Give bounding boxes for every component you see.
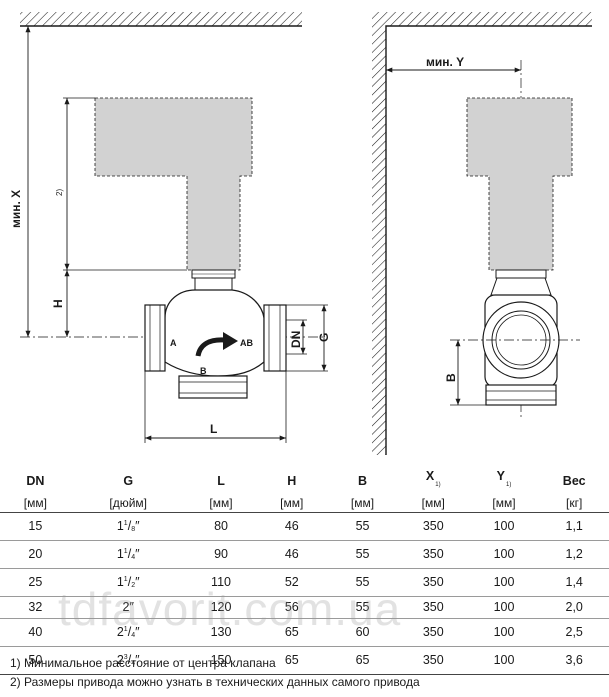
cell-l: 110 (185, 568, 257, 597)
cell-weight: 1,2 (539, 540, 609, 569)
right-view: мин. Y B (372, 12, 592, 455)
cell-y: 100 (468, 596, 540, 619)
label-h: H (51, 299, 65, 308)
cell-x: 350 (397, 540, 469, 569)
cell-g: 11/4″ (70, 540, 186, 569)
cell-h: 56 (256, 596, 328, 619)
left-view: мин. X 2) H A AB (9, 12, 331, 443)
col-b-unit: [мм] (327, 495, 398, 513)
actuator-right (466, 97, 573, 271)
wall-hatch-right (372, 12, 592, 455)
col-l-unit: [мм] (185, 495, 257, 513)
cell-y: 100 (468, 618, 540, 647)
col-h-unit: [мм] (256, 495, 328, 513)
table-row: 20 11/4″ 90 46 55 350 100 1,2 (0, 540, 609, 569)
cell-weight: 1,4 (539, 568, 609, 597)
cell-g: 11/2″ (70, 568, 186, 597)
cell-l: 130 (185, 618, 257, 647)
col-dn-unit: [мм] (0, 495, 71, 513)
col-l-header: L (217, 473, 225, 488)
cell-g: 2″ (70, 596, 186, 619)
cell-h: 46 (256, 512, 328, 541)
cell-b: 55 (327, 568, 398, 597)
footnote-1: 1) Минимальное расстояние от центра клап… (10, 656, 276, 670)
footnote-2: 2) Размеры привода можно узнать в технич… (10, 675, 420, 689)
cell-l: 90 (185, 540, 257, 569)
cell-x: 350 (397, 512, 469, 541)
table-header-row: DN G L H B X1) Y1) Вес (0, 467, 609, 495)
cell-x: 350 (397, 646, 469, 675)
ceiling-hatch-left (20, 12, 302, 26)
valve-dimension-drawing: мин. X 2) H A AB (9, 12, 592, 455)
label-g: G (317, 333, 331, 342)
col-weight-unit: [кг] (539, 495, 609, 513)
flow-arrow (195, 337, 226, 357)
cell-b: 65 (327, 646, 398, 675)
table-row: 40 21/4″ 130 65 60 350 100 2,5 (0, 618, 609, 647)
table-row: 50 23/4″ 150 65 65 350 100 3,6 (0, 646, 609, 675)
cell-l: 80 (185, 512, 257, 541)
label-note-2: 2) (55, 189, 64, 196)
col-dn-header: DN (26, 473, 45, 488)
col-x-unit: [мм] (397, 495, 469, 513)
cell-dn: 40 (0, 618, 71, 647)
cell-weight: 3,6 (539, 646, 609, 675)
cell-h: 65 (256, 618, 328, 647)
label-l: L (210, 422, 217, 436)
cell-b: 55 (327, 596, 398, 619)
cell-h: 65 (256, 646, 328, 675)
table-row: 25 11/2″ 110 52 55 350 100 1,4 (0, 568, 609, 597)
label-port-ab: AB (240, 338, 253, 348)
col-h-header: H (287, 473, 297, 488)
label-min-x: мин. X (9, 190, 23, 228)
actuator-left (94, 97, 253, 271)
cell-l: 150 (185, 646, 257, 675)
label-port-a: A (170, 338, 177, 348)
col-weight-header: Вес (562, 473, 586, 488)
label-b: B (444, 373, 458, 382)
cell-weight: 1,1 (539, 512, 609, 541)
cell-y: 100 (468, 568, 540, 597)
table-row: 15 11/8″ 80 46 55 350 100 1,1 (0, 512, 609, 541)
cell-x: 350 (397, 568, 469, 597)
cell-weight: 2,5 (539, 618, 609, 647)
cell-dn: 50 (0, 646, 71, 675)
cell-g: 23/4″ (70, 646, 186, 675)
cell-l: 120 (185, 596, 257, 619)
col-y-header: Y1) (496, 469, 512, 488)
cell-dn: 20 (0, 540, 71, 569)
cell-b: 60 (327, 618, 398, 647)
table-row: 32 2″ 120 56 55 350 100 2,0 (0, 596, 609, 619)
cell-y: 100 (468, 540, 540, 569)
table-unit-row: [мм] [дюйм] [мм] [мм] [мм] [мм] [мм] [кг… (0, 495, 609, 513)
cell-h: 46 (256, 540, 328, 569)
cell-x: 350 (397, 596, 469, 619)
col-x-header: X1) (425, 469, 441, 488)
label-min-y: мин. Y (426, 55, 464, 69)
valve-body-left (164, 289, 265, 377)
cell-g: 21/4″ (70, 618, 186, 647)
col-g-header: G (123, 473, 134, 488)
label-dn: DN (289, 331, 303, 348)
col-g-unit: [дюйм] (70, 495, 186, 513)
cell-y: 100 (468, 512, 540, 541)
label-port-b: B (200, 366, 207, 376)
cell-b: 55 (327, 512, 398, 541)
cell-dn: 25 (0, 568, 71, 597)
cell-y: 100 (468, 646, 540, 675)
cell-h: 52 (256, 568, 328, 597)
dimensions-table: DN G L H B X1) Y1) Вес [мм] [дюйм] [мм] … (0, 467, 609, 675)
cell-x: 350 (397, 618, 469, 647)
cell-b: 55 (327, 540, 398, 569)
col-b-header: B (358, 473, 368, 488)
cell-g: 11/8″ (70, 512, 186, 541)
cell-dn: 32 (0, 596, 71, 619)
cell-dn: 15 (0, 512, 71, 541)
cell-weight: 2,0 (539, 596, 609, 619)
col-y-unit: [мм] (468, 495, 540, 513)
